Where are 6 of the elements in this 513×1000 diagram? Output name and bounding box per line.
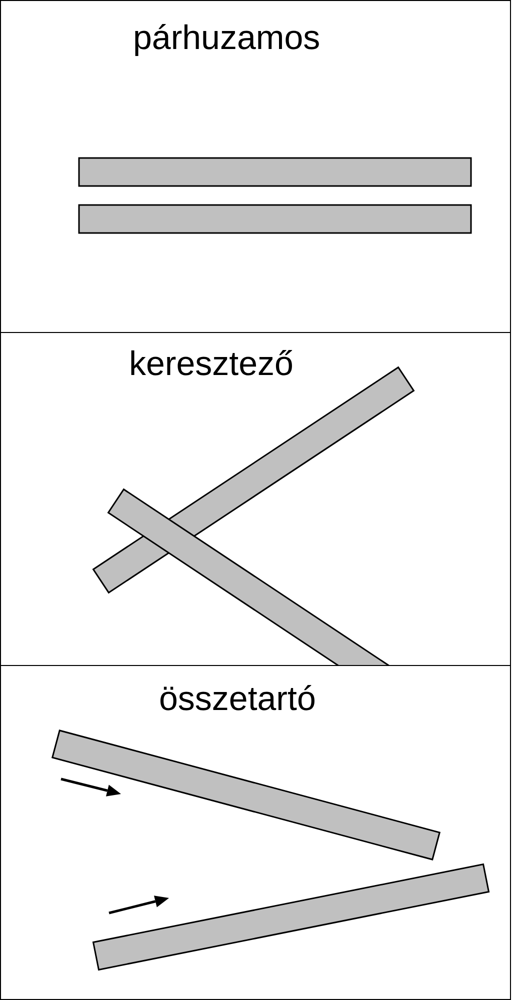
panel-title: keresztező xyxy=(129,345,294,384)
panel-title: párhuzamos xyxy=(133,19,320,58)
panel-title: összetartó xyxy=(159,680,316,719)
panel xyxy=(0,665,511,1000)
panel xyxy=(0,0,511,333)
panel xyxy=(0,332,511,666)
